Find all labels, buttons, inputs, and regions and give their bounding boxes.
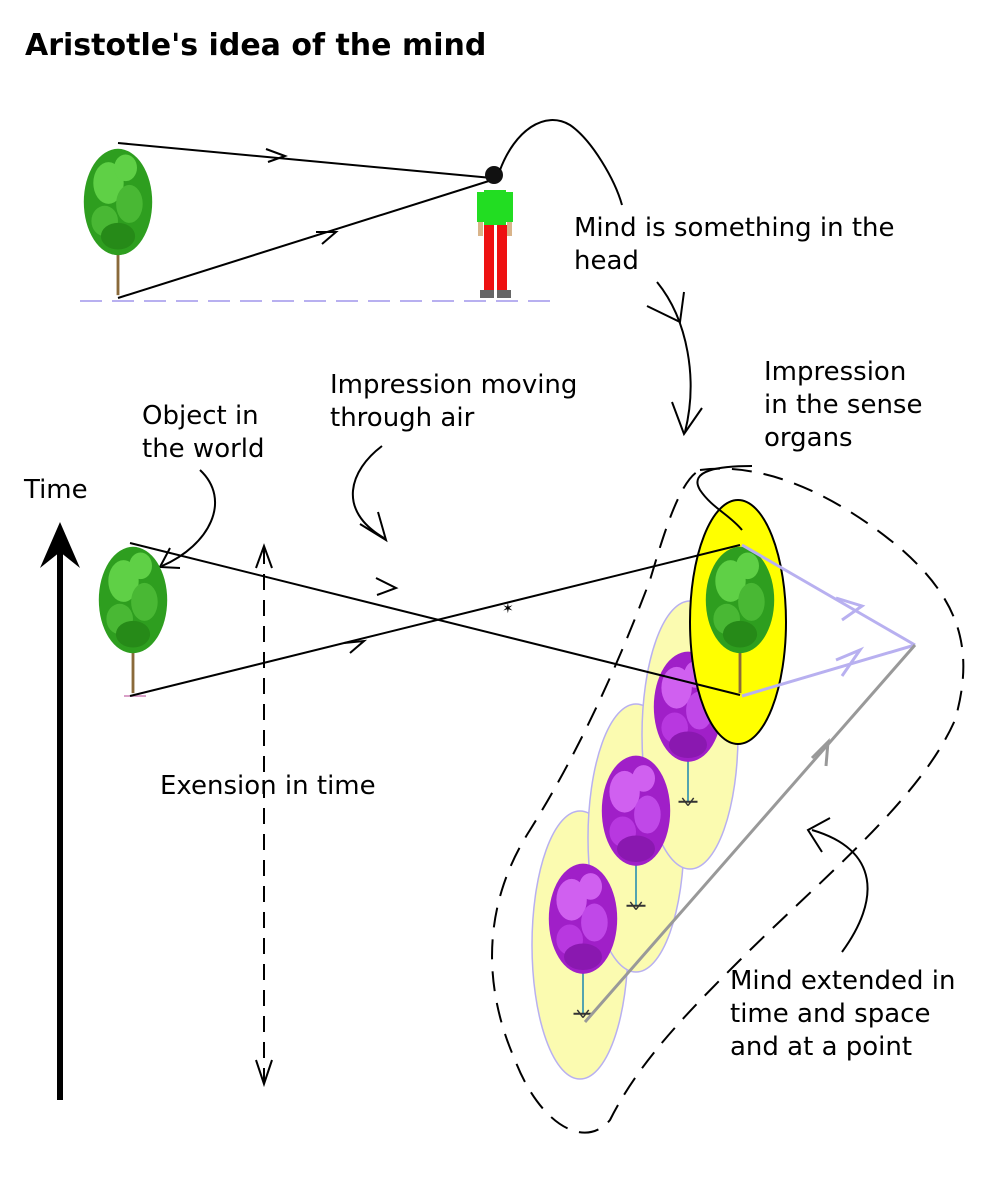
label-impression-sense: Impression in the sense organs — [764, 357, 923, 453]
label-impression-air: Impression moving through air — [330, 370, 578, 433]
head-arrow-curve — [499, 119, 623, 206]
top-rays — [117, 142, 493, 299]
label-object-world: Object in the world — [142, 401, 265, 464]
mind-outline — [491, 467, 965, 1134]
diagram-title: Aristotle's idea of the mind — [25, 28, 487, 63]
point-rays — [741, 543, 916, 698]
point-line — [583, 644, 917, 1023]
sense-arrow-curve — [696, 465, 753, 531]
label-extension-time: Exension in time — [160, 771, 376, 801]
label-time: Time — [24, 475, 88, 505]
object-arrow — [158, 469, 217, 569]
head-to-sense-arrow — [646, 281, 703, 437]
person — [477, 166, 513, 298]
time-axis-arrowhead — [40, 522, 80, 568]
extension-arrow — [255, 543, 273, 1088]
label-mind-extended: Mind extended in time and space and at a… — [730, 966, 956, 1062]
crossing-mark: ✶ — [502, 601, 514, 617]
air-arrow — [352, 445, 388, 543]
air-rays — [129, 542, 741, 697]
tree-world — [97, 545, 169, 695]
tree-top — [82, 147, 154, 297]
label-mind-in-head: Mind is something in the head — [574, 213, 895, 276]
mind-extended-arrow — [806, 817, 869, 953]
